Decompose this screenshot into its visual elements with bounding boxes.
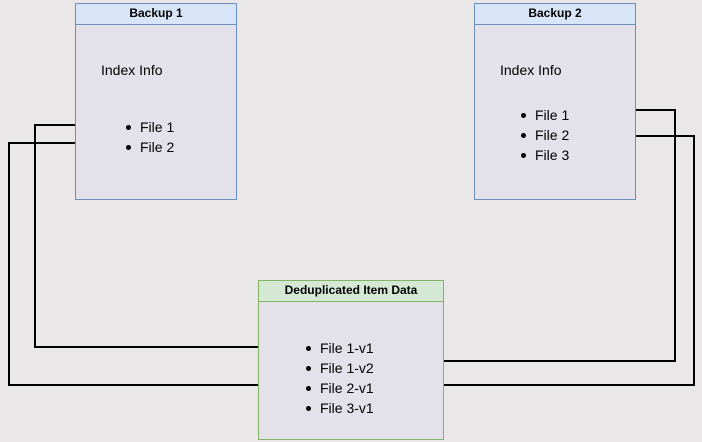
- node-deduplicated-item-data-body: File 1-v1 File 1-v2 File 2-v1 File 3-v1: [259, 302, 443, 439]
- backup-1-index-info-label: Index Info: [101, 62, 163, 78]
- list-item[interactable]: File 1-v1: [304, 338, 374, 358]
- backup-1-file-list: File 1 File 2: [124, 117, 174, 157]
- list-item[interactable]: File 2: [519, 125, 569, 145]
- deduplicated-file-list: File 1-v1 File 1-v2 File 2-v1 File 3-v1: [304, 338, 374, 418]
- node-deduplicated-item-data[interactable]: Deduplicated Item Data File 1-v1 File 1-…: [258, 280, 444, 440]
- node-deduplicated-item-data-header: Deduplicated Item Data: [259, 281, 443, 302]
- node-backup-2-header: Backup 2: [475, 4, 635, 25]
- list-item[interactable]: File 1: [519, 105, 569, 125]
- node-backup-2-body: Index Info File 1 File 2 File 3: [475, 25, 635, 199]
- list-item[interactable]: File 1: [124, 117, 174, 137]
- list-item[interactable]: File 3-v1: [304, 398, 374, 418]
- node-backup-2[interactable]: Backup 2 Index Info File 1 File 2 File 3: [474, 3, 636, 200]
- backup-2-index-info-label: Index Info: [500, 62, 562, 78]
- node-backup-1[interactable]: Backup 1 Index Info File 1 File 2: [75, 3, 237, 200]
- list-item[interactable]: File 1-v2: [304, 358, 374, 378]
- list-item[interactable]: File 2-v1: [304, 378, 374, 398]
- list-item[interactable]: File 3: [519, 145, 569, 165]
- node-backup-1-body: Index Info File 1 File 2: [76, 25, 236, 199]
- node-backup-1-header: Backup 1: [76, 4, 236, 25]
- list-item[interactable]: File 2: [124, 137, 174, 157]
- backup-2-file-list: File 1 File 2 File 3: [519, 105, 569, 165]
